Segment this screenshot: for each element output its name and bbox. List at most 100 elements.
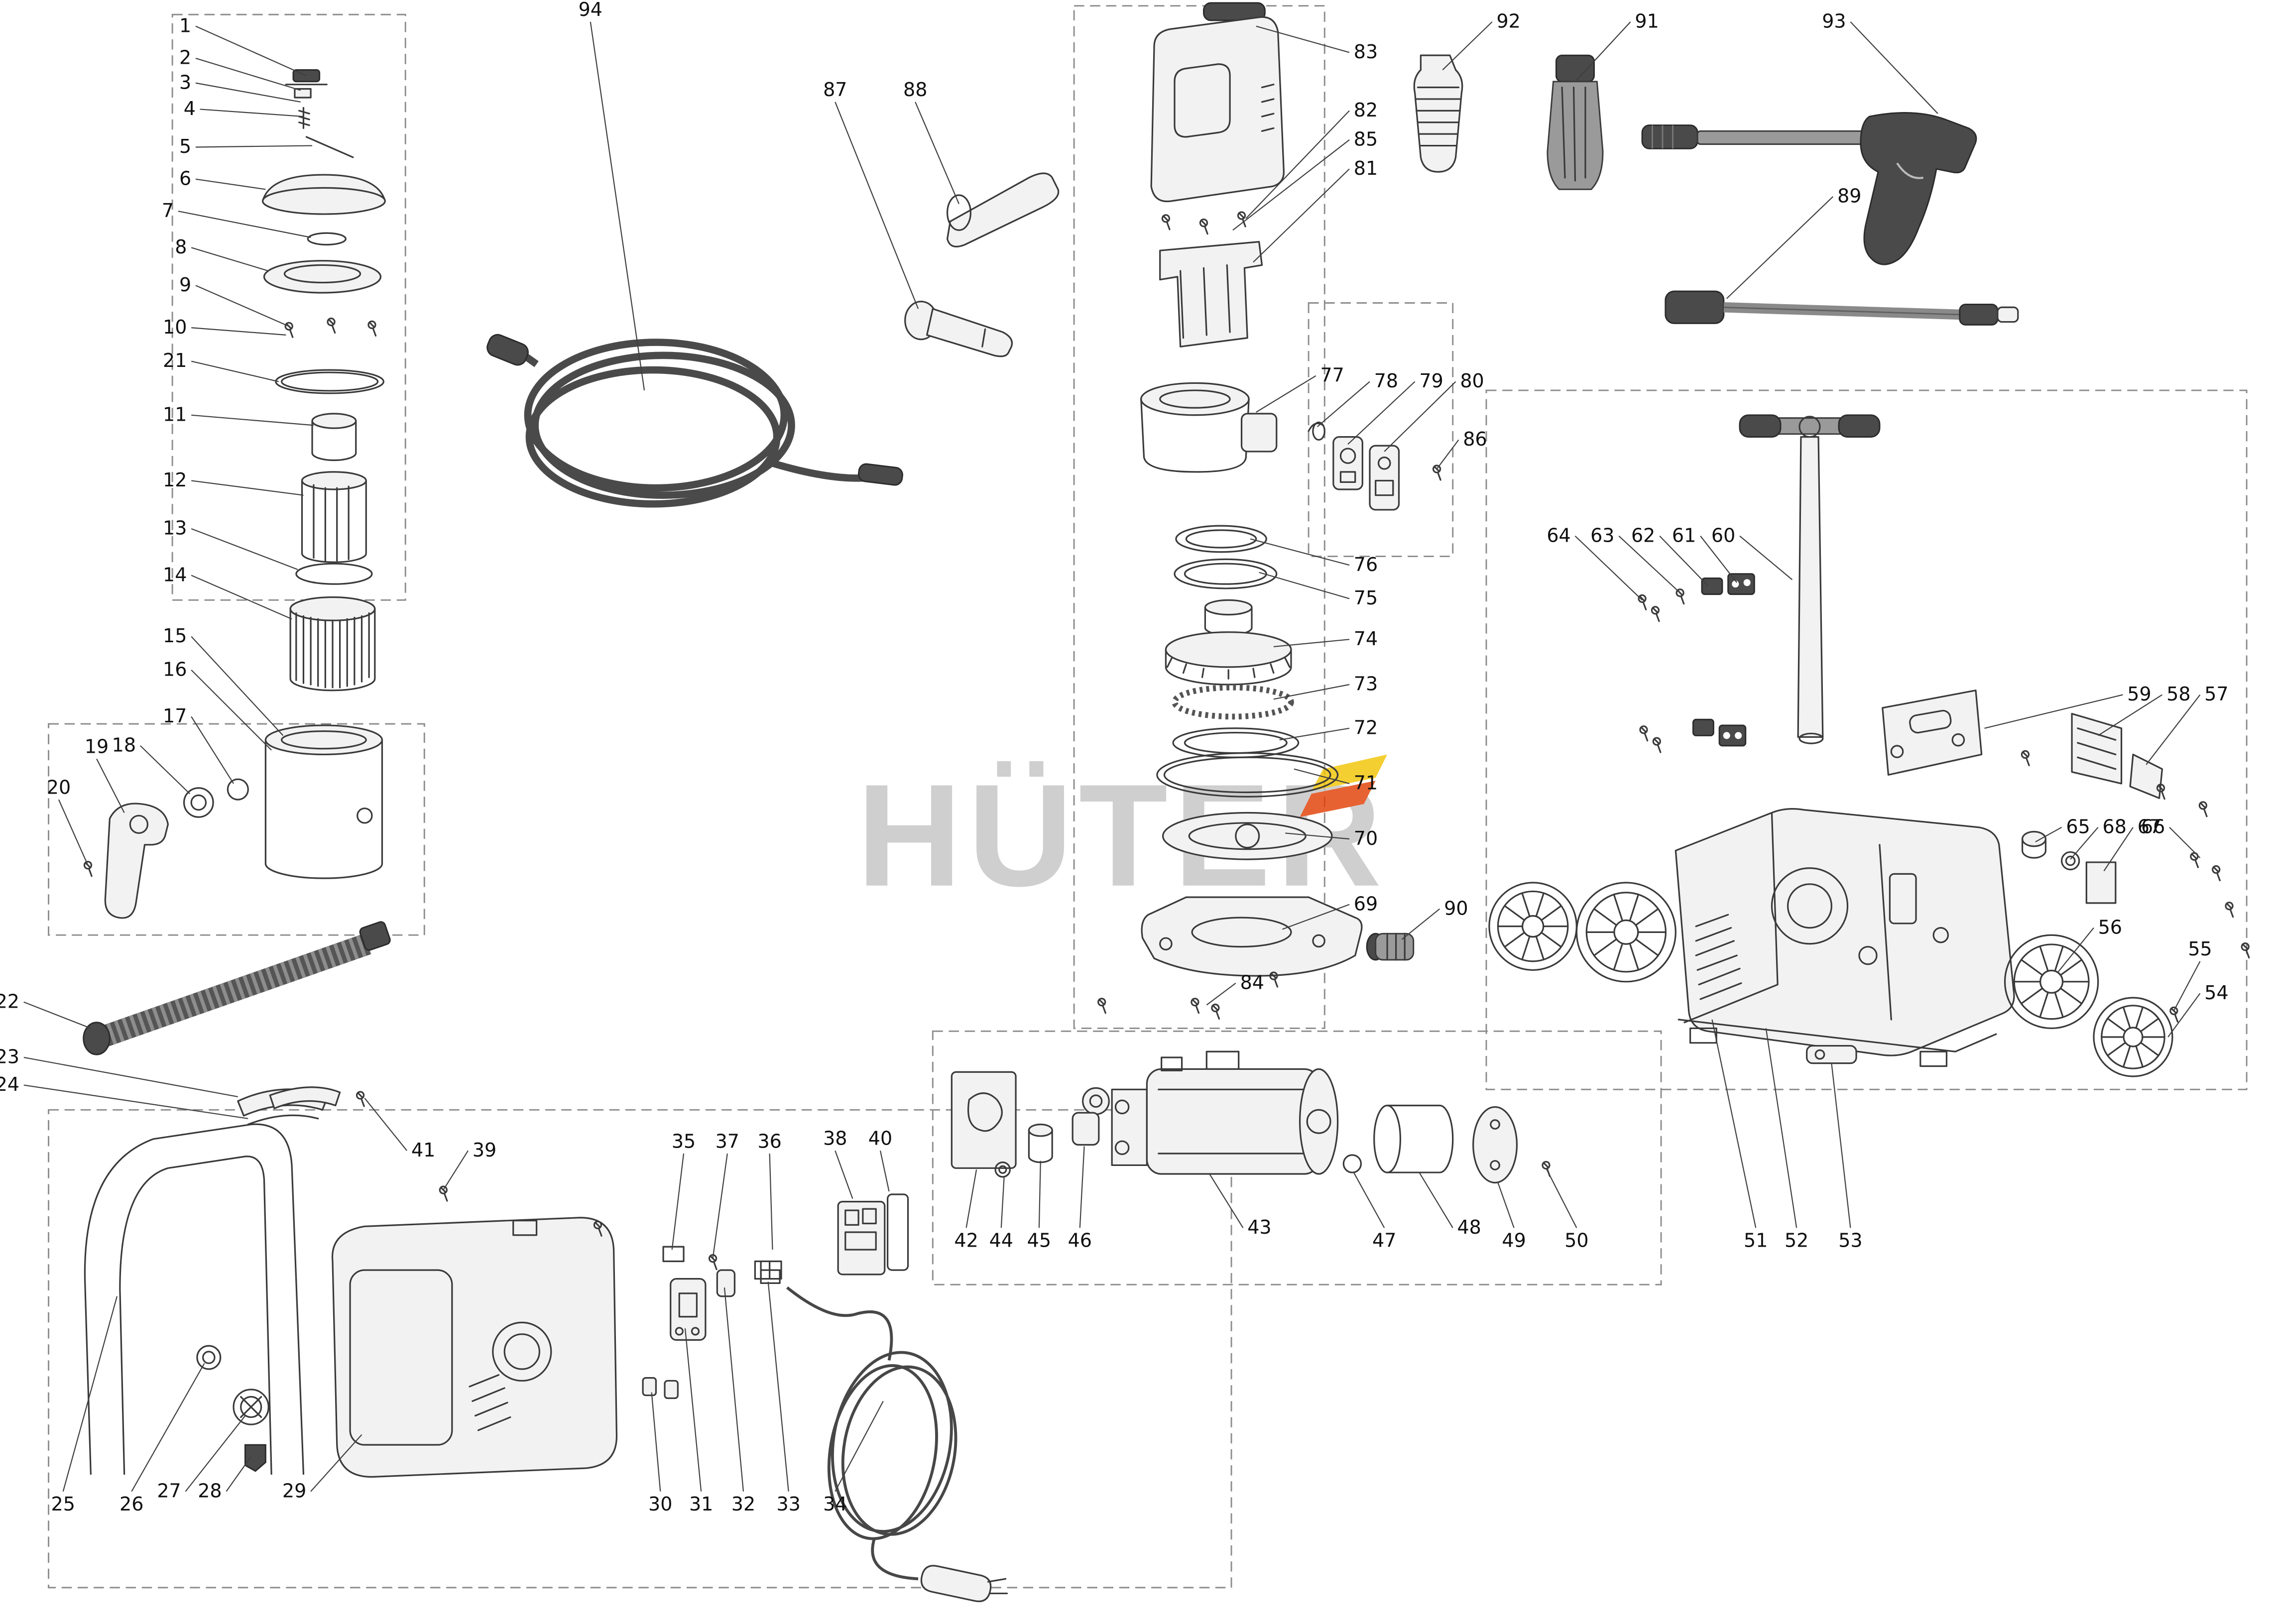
part-label-76: 76 (1354, 554, 1378, 576)
part-label-89: 89 (1837, 185, 1861, 207)
watermark-flag-bottom (1300, 781, 1376, 817)
part-label-51: 51 (1744, 1229, 1768, 1251)
part-label-61: 61 (1672, 524, 1696, 546)
part-label-48: 48 (1457, 1216, 1481, 1238)
part-label-43: 43 (1247, 1216, 1271, 1238)
assembly-motor (1140, 2, 1363, 977)
part-label-3: 3 (179, 71, 191, 93)
part-label-88: 88 (903, 79, 927, 101)
assembly-electrics (642, 1193, 1008, 1603)
part-label-50: 50 (1564, 1229, 1588, 1251)
part-label-34: 34 (823, 1493, 847, 1515)
part-spray-gun (1641, 112, 1977, 265)
part-label-54: 54 (2204, 982, 2228, 1004)
part-label-75: 75 (1354, 587, 1378, 609)
part-label-72: 72 (1354, 716, 1378, 738)
screw (1432, 464, 1441, 481)
part-label-39: 39 (473, 1139, 496, 1161)
part-label-71: 71 (1354, 772, 1378, 794)
part-label-11: 11 (163, 403, 187, 425)
part-label-80: 80 (1460, 370, 1484, 392)
part-lance (1665, 290, 2019, 326)
part-label-47: 47 (1372, 1229, 1396, 1251)
screw (1199, 218, 1208, 235)
screw (367, 320, 377, 337)
assembly-filter-head (104, 69, 386, 919)
screw (439, 1185, 448, 1202)
group-filter-head (171, 13, 406, 601)
screw (1097, 998, 1106, 1014)
part-label-64: 64 (1547, 524, 1570, 546)
part-label-44: 44 (989, 1229, 1013, 1251)
part-foam-nozzle (1413, 54, 1463, 173)
part-power-plug (920, 1565, 1008, 1603)
group-art-layer (83, 2, 2250, 1603)
assembly-cart (1488, 414, 2173, 1077)
wheel-left-outer (1488, 882, 1578, 971)
screw (1237, 211, 1246, 228)
screw (356, 1091, 365, 1107)
part-label-53: 53 (1838, 1229, 1862, 1251)
assembly-pump (951, 1050, 1518, 1184)
part-label-7: 7 (162, 200, 174, 222)
part-label-29: 29 (282, 1480, 306, 1502)
part-label-52: 52 (1785, 1229, 1808, 1251)
part-label-38: 38 (823, 1127, 847, 1149)
part-label-94: 94 (579, 0, 602, 20)
part-label-18: 18 (112, 734, 136, 756)
part-label-81: 81 (1354, 157, 1378, 179)
part-label-55: 55 (2188, 938, 2212, 960)
screw (2021, 750, 2030, 766)
part-label-90: 90 (1444, 897, 1468, 919)
part-crevice-nozzle (946, 172, 1060, 247)
part-label-10: 10 (163, 316, 187, 338)
part-label-41: 41 (411, 1139, 435, 1161)
part-label-2: 2 (179, 47, 191, 69)
part-label-13: 13 (163, 517, 187, 539)
part-label-66: 66 (2141, 815, 2165, 837)
group-pump (932, 1030, 1662, 1285)
part-label-56: 56 (2098, 916, 2122, 938)
part-label-37: 37 (716, 1130, 739, 1152)
wheel-right-inner (2004, 934, 2099, 1030)
part-label-57: 57 (2204, 683, 2228, 705)
part-label-12: 12 (163, 469, 187, 491)
group-tank (48, 723, 425, 936)
part-label-21: 21 (163, 349, 187, 371)
part-motor-fittings (1308, 421, 1415, 961)
part-label-85: 85 (1354, 128, 1378, 150)
part-label-69: 69 (1354, 893, 1378, 915)
part-label-45: 45 (1027, 1229, 1051, 1251)
part-label-26: 26 (119, 1493, 143, 1515)
group-boxes-layer (48, 5, 2248, 1589)
part-label-15: 15 (163, 625, 187, 647)
part-elbow-nozzle (904, 300, 1013, 357)
part-label-49: 49 (1502, 1229, 1526, 1251)
part-label-9: 9 (179, 274, 191, 296)
part-label-16: 16 (163, 658, 187, 680)
part-adjustable-nozzle (1547, 54, 1604, 190)
part-label-82: 82 (1354, 99, 1378, 121)
part-label-24: 24 (0, 1073, 19, 1095)
part-label-74: 74 (1354, 628, 1378, 650)
wheel-right-outer (2093, 997, 2173, 1077)
part-label-40: 40 (868, 1127, 892, 1149)
part-label-20: 20 (47, 776, 71, 798)
screw (1191, 998, 1200, 1014)
part-suction-hose (486, 334, 903, 508)
screw (1651, 606, 1660, 622)
group-motor-small-parts (1308, 302, 1454, 558)
part-label-86: 86 (1463, 428, 1487, 450)
screw (1161, 214, 1171, 231)
group-frame (1485, 389, 2248, 1090)
part-label-91: 91 (1635, 10, 1659, 32)
part-label-1: 1 (179, 14, 191, 36)
screw (2241, 942, 2250, 959)
part-label-58: 58 (2166, 683, 2190, 705)
part-label-32: 32 (731, 1493, 755, 1515)
screw (1639, 725, 1649, 742)
part-label-92: 92 (1497, 10, 1521, 32)
wheel-left-inner (1575, 882, 1676, 983)
part-label-35: 35 (672, 1130, 696, 1152)
